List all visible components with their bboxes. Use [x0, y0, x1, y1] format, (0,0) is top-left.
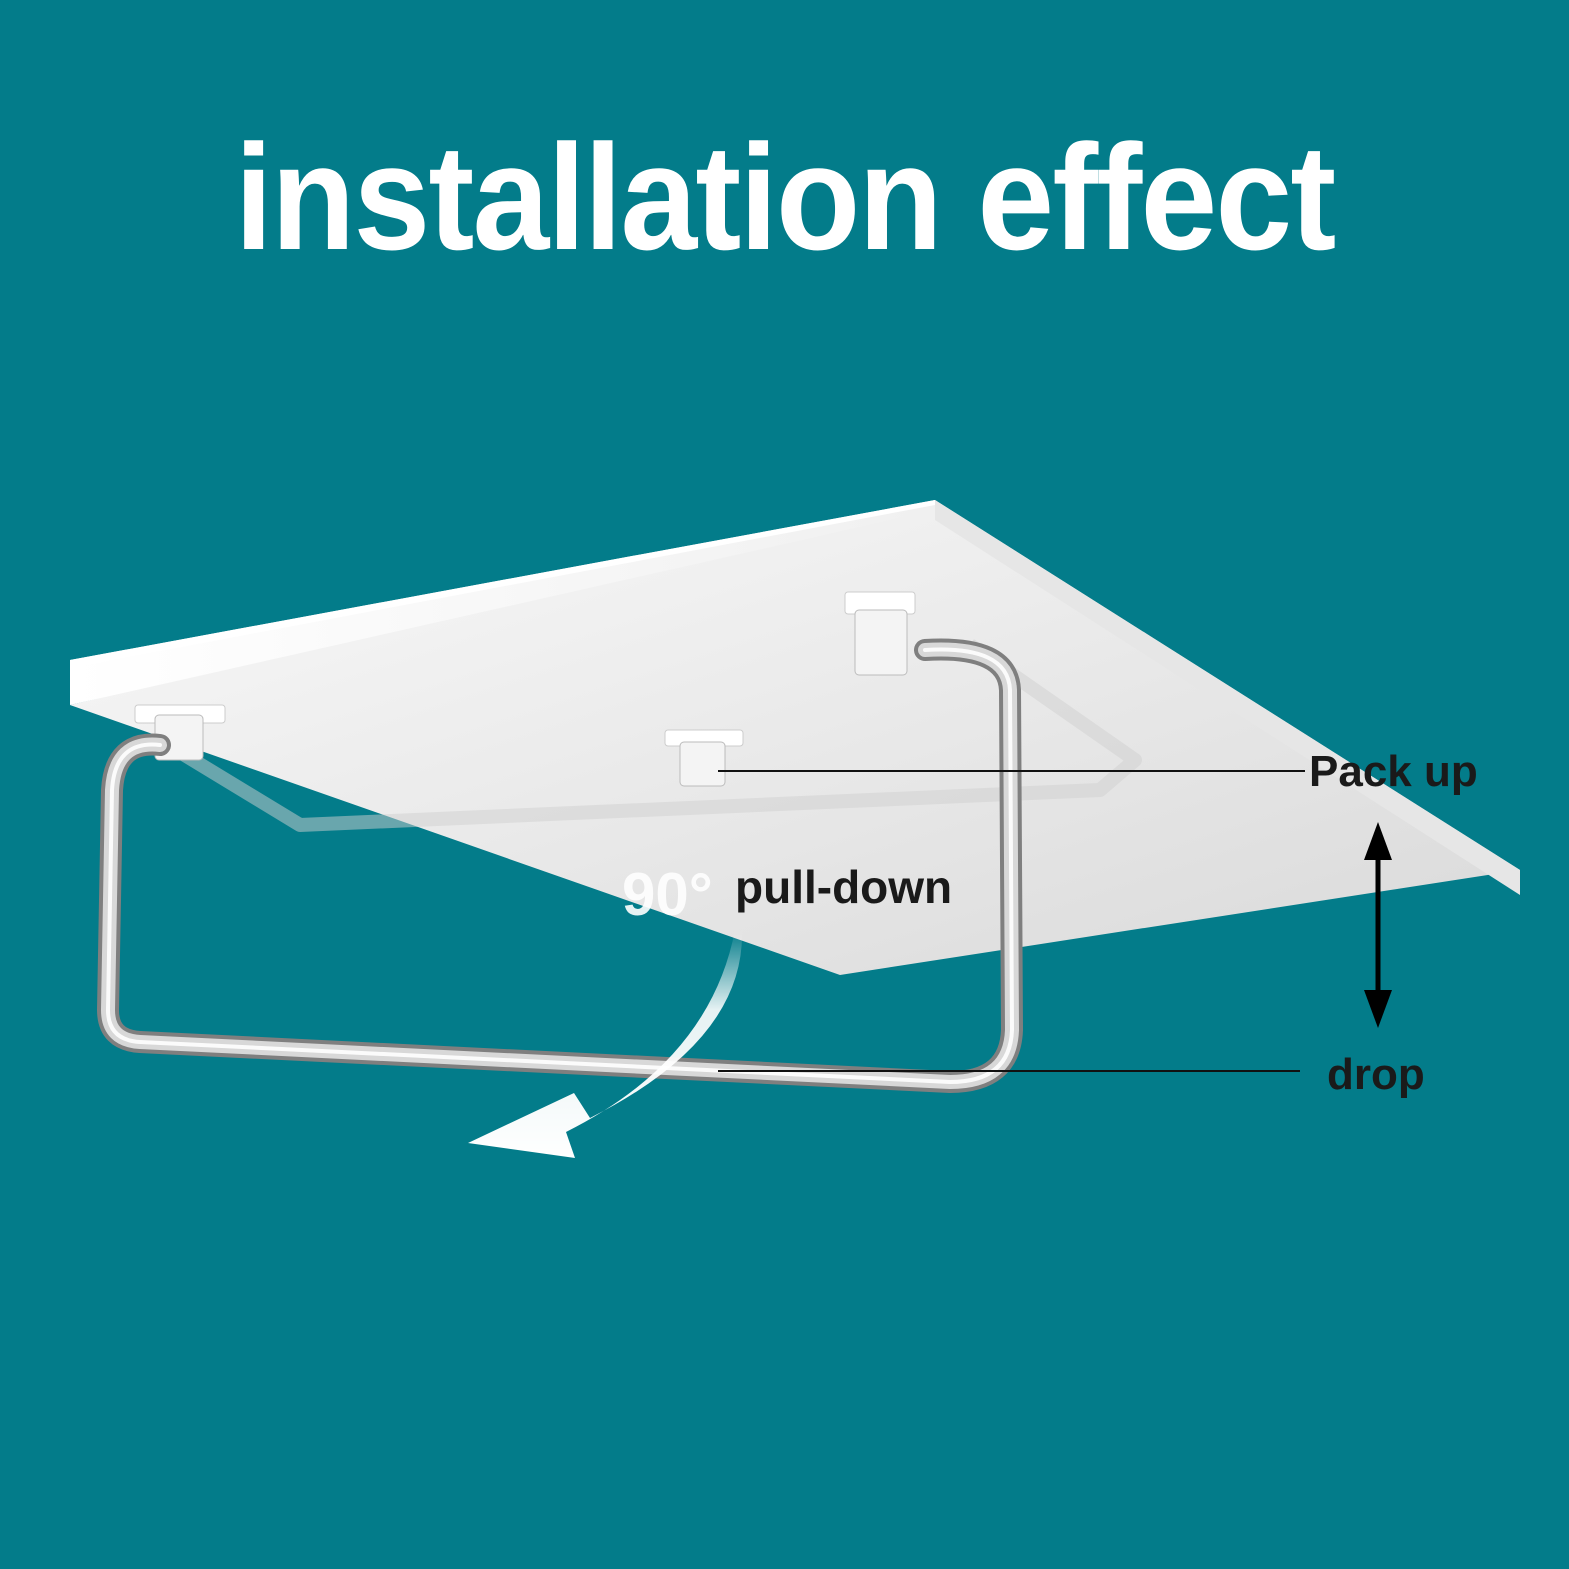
drop-label: drop: [1327, 1050, 1425, 1099]
towel-bar: [97, 638, 1023, 1093]
shelf-board: [70, 500, 1520, 975]
curved-arrow-icon: [468, 930, 743, 1158]
folded-rack: [156, 639, 1142, 832]
shelf-side-edge: [935, 500, 1520, 895]
mount-clip-right: [844, 591, 916, 676]
page-title: installation effect: [234, 113, 1337, 281]
mount-clip-center: [664, 729, 744, 787]
vertical-double-arrow-icon: [1364, 822, 1392, 1028]
pack-up-label: Pack up: [1309, 747, 1478, 796]
pull-down-label: pull-down: [735, 861, 952, 913]
angle-label: 90°: [622, 861, 713, 928]
shelf-underside: [70, 500, 1520, 975]
shelf-front-edge: [70, 500, 935, 705]
shelf-top-face: [70, 500, 935, 668]
